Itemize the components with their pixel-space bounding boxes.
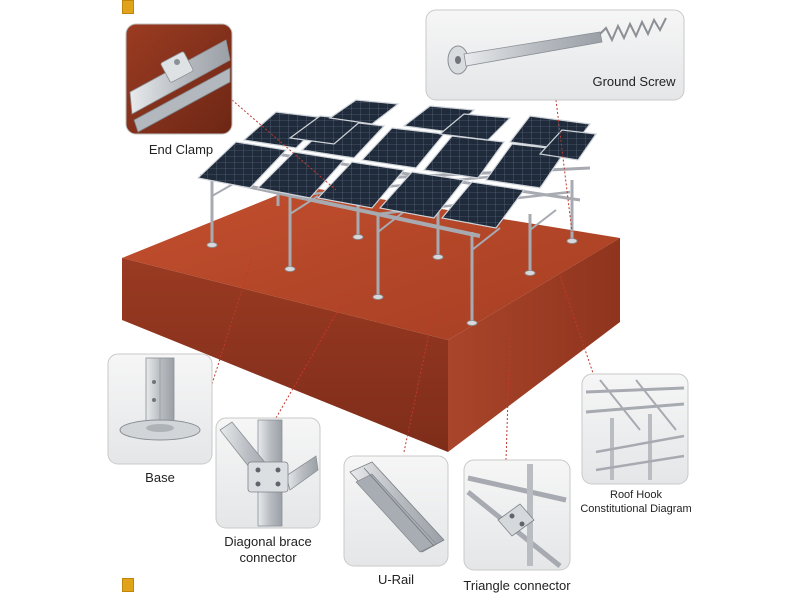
ground-right	[448, 238, 620, 452]
solar-panel	[422, 135, 506, 179]
roof-hook-inset	[581, 373, 689, 485]
leader-lines	[211, 99, 595, 461]
diagonal-brace-label-line1: Diagonal brace	[224, 534, 312, 549]
leader-roof-hook	[559, 275, 595, 377]
ground-screw-inset	[425, 9, 685, 101]
solar-panel	[438, 113, 512, 141]
ground-front	[122, 258, 448, 452]
triangle-connector-inset	[463, 459, 571, 571]
leader-diagonal-brace	[275, 299, 345, 419]
solar-panels	[196, 99, 598, 229]
diagonal-brace-label-line2: connector	[239, 550, 297, 565]
u-rail-inset	[343, 455, 449, 567]
post-feet	[206, 234, 578, 326]
diagonal-brace-inset	[215, 417, 321, 529]
top-accent-mark	[122, 0, 134, 14]
end-clamp-label: End Clamp	[148, 142, 214, 157]
end-clamp-inset	[125, 23, 233, 135]
roof-hook-label-line1: Roof Hook	[610, 489, 662, 501]
solar-panel	[440, 181, 526, 229]
leader-triangle-connector	[505, 335, 511, 461]
solar-panel	[538, 129, 598, 161]
leader-u-rail	[403, 299, 437, 453]
solar-panel	[196, 141, 288, 189]
u-rail-label: U-Rail	[377, 572, 415, 587]
solar-panel	[256, 151, 346, 199]
triangle-connector-label: Triangle connector	[463, 578, 571, 593]
solar-panel	[328, 99, 400, 125]
leader-end-clamp	[231, 99, 337, 191]
ground-screw-label: Ground Screw	[592, 74, 676, 89]
roof-hook-label-line2: Constitutional Diagram	[580, 503, 692, 515]
solar-panel	[378, 171, 466, 219]
solar-panel	[316, 161, 406, 209]
bottom-accent-mark	[122, 578, 134, 592]
base-inset	[107, 353, 213, 465]
base-label: Base	[145, 470, 175, 485]
